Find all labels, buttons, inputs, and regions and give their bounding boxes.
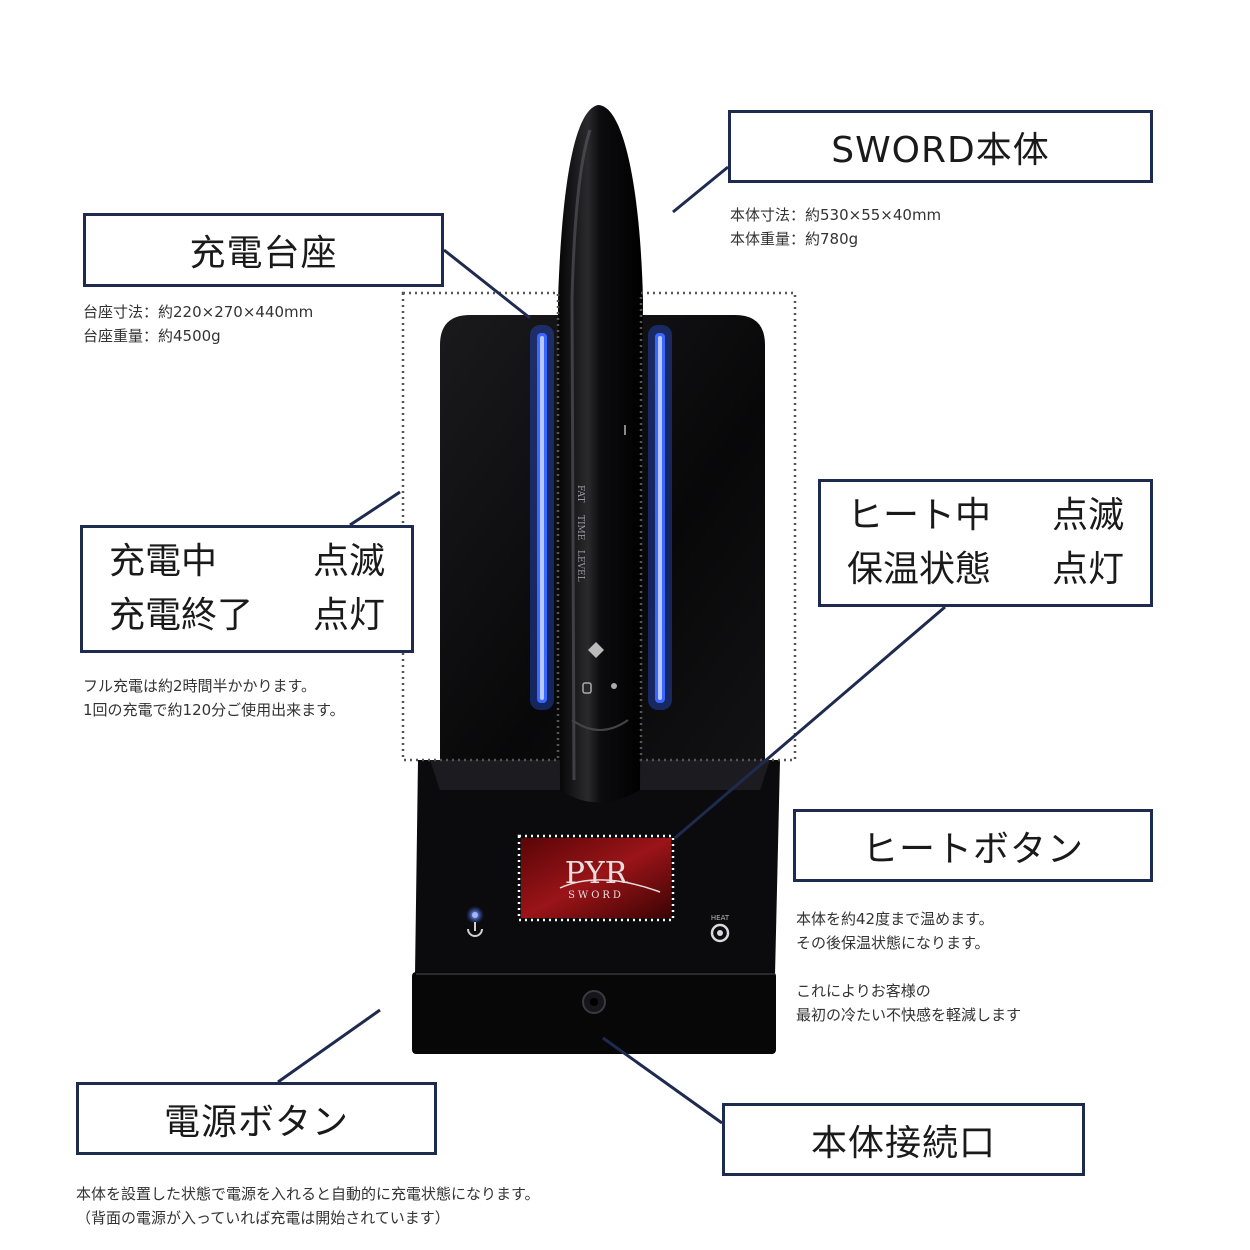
charge-status-row: 充電中 点滅 [109,541,385,582]
wand-label-time: TIME [575,515,585,540]
heat-button-title: ヒートボタン [861,828,1084,870]
connector-title: 本体接続口 [810,1122,996,1164]
base-highlight-right [639,291,797,762]
logo-plate [521,838,671,918]
wand-label-fat: FAT [575,485,585,502]
logo-highlight [517,834,675,922]
heat-status-row: ヒート中 点滅 [847,495,1124,536]
heat-button-callout: ヒートボタン [793,809,1153,882]
power-button-title: 電源ボタン [163,1101,349,1143]
wand-label-level: LEVEL [575,550,585,582]
heat-button-notes: 本体を約42度まで温めます。 その後保温状態になります。 これによりお客様の 最… [796,910,1022,1024]
power-icon [467,922,483,937]
charging-base-callout: 充電台座 [83,213,444,287]
sword-wand [558,105,643,803]
charge-status-callout: 充電中 点滅 充電終了 点灯 [80,525,414,653]
heat-status-row: 保温状態 点灯 [847,549,1124,590]
logo-sub-text: SWORD [568,890,624,901]
logo-main-text: PYR [565,856,629,891]
connector-callout: 本体接続口 [722,1103,1085,1176]
heat-status-callout: ヒート中 点滅 保温状態 点灯 [818,479,1153,607]
sword-body-title: SWORD本体 [831,129,1050,171]
heat-button-icon [710,923,730,943]
power-button-callout: 電源ボタン [76,1082,437,1155]
wand-arrow-icon [588,642,604,658]
charge-status-row: 充電終了 点灯 [109,595,385,636]
sword-body-callout: SWORD本体 [728,110,1153,183]
charge-status-notes: フル充電は約2時間半かかります。 1回の充電で約120分ご使用出来ます。 [83,677,345,719]
sword-body-specs: 本体寸法：約530×55×40mm 本体重量：約780g [730,206,942,248]
charging-base-specs: 台座寸法：約220×270×440mm 台座重量：約4500g [83,303,314,345]
power-button-notes: 本体を設置した状態で電源を入れると自動的に充電状態になります。 （背面の電源が入… [76,1185,540,1227]
charging-base-title: 充電台座 [189,233,338,274]
heat-label: HEAT [711,914,730,922]
wand-button-icon [582,682,592,694]
